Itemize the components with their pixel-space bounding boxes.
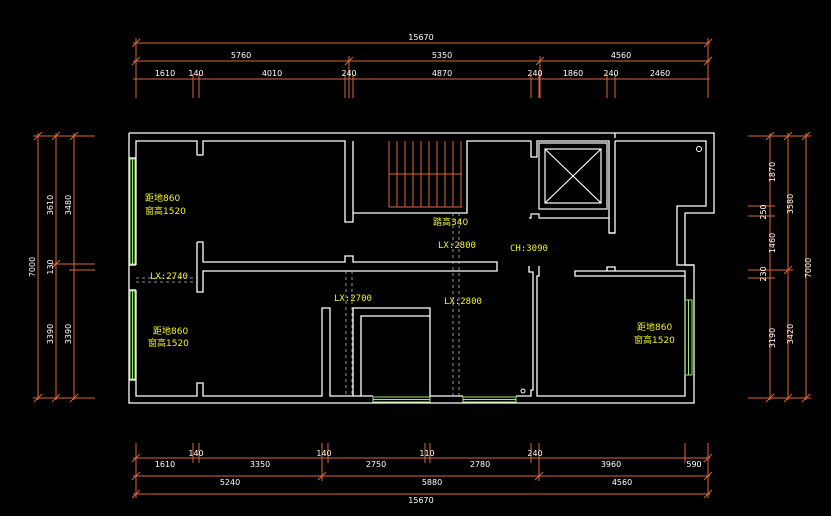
bottom-seg-dim-3: 4560 bbox=[612, 478, 632, 487]
beam-centerlines bbox=[136, 213, 460, 396]
inner-wall-right bbox=[516, 266, 534, 397]
top-detail-dim-9: 2460 bbox=[650, 69, 670, 78]
bottom-detail-dim-3: 3350 bbox=[250, 460, 270, 469]
top-detail-dim-2: 140 bbox=[188, 69, 203, 78]
top-detail-dim-8: 240 bbox=[603, 69, 618, 78]
beam-height-label-lx2740: LX:2740 bbox=[150, 272, 188, 282]
inner-wall-top-left bbox=[135, 140, 616, 265]
bottom-seg-dim-2: 5880 bbox=[422, 478, 442, 487]
bottom-detail-dim-10: 590 bbox=[686, 460, 701, 469]
floor-drain-icon bbox=[696, 146, 702, 152]
left-detail-dim-3: 3390 bbox=[46, 324, 55, 344]
bottom-detail-dim-5: 2750 bbox=[366, 460, 386, 469]
outer-wall-outline bbox=[128, 132, 715, 404]
staircase bbox=[388, 141, 462, 208]
top-seg-dim-2: 5350 bbox=[432, 51, 452, 60]
left-seg-dim-2: 3390 bbox=[64, 324, 73, 344]
step-height-label: 踏高340 bbox=[433, 216, 468, 228]
bottom-detail-dim-7: 2780 bbox=[470, 460, 490, 469]
bottom-detail-dim-9: 3960 bbox=[601, 460, 621, 469]
right-detail-dim-3: 1460 bbox=[768, 233, 777, 253]
left-overall-dim: 7000 bbox=[28, 257, 37, 277]
right-detail-dim-2: 250 bbox=[759, 204, 768, 219]
right-seg-dim-2: 3420 bbox=[786, 324, 795, 344]
inner-wall-bottom-center bbox=[360, 315, 463, 397]
ceiling-height-label: CH:3090 bbox=[510, 244, 548, 254]
top-detail-dim-7: 1860 bbox=[563, 69, 583, 78]
win-right-sill-label: 距地860 bbox=[637, 321, 672, 333]
left-detail-dim-1: 3610 bbox=[46, 195, 55, 215]
bottom-detail-dim-6: 110 bbox=[419, 449, 434, 458]
top-detail-dim-5: 4870 bbox=[432, 69, 452, 78]
right-seg-dim-1: 3580 bbox=[786, 194, 795, 214]
win-top-left-height-label: 窗高1520 bbox=[145, 205, 186, 217]
win-bottom-left-sill-label: 距地860 bbox=[153, 325, 188, 337]
bottom-seg-dim-1: 5240 bbox=[220, 478, 240, 487]
right-detail-dim-4: 230 bbox=[759, 266, 768, 281]
floor-drain-icon bbox=[520, 388, 526, 394]
beam-height-label-lx2800-upper: LX:2800 bbox=[438, 241, 476, 251]
win-right-height-label: 窗高1520 bbox=[634, 334, 675, 346]
top-seg-dim-3: 4560 bbox=[611, 51, 631, 60]
right-overall-dim: 7000 bbox=[804, 258, 813, 278]
top-detail-dim-3: 4010 bbox=[262, 69, 282, 78]
bottom-overall-dim: 15670 bbox=[408, 496, 433, 505]
walls bbox=[128, 132, 715, 404]
beam-height-label-lx2700: LX:2700 bbox=[334, 294, 372, 304]
left-detail-dim-2: 130 bbox=[46, 259, 55, 274]
win-top-left-sill-label: 距地860 bbox=[145, 192, 180, 204]
right-dimension-chain bbox=[748, 131, 811, 403]
top-detail-dim-4: 240 bbox=[341, 69, 356, 78]
bottom-dimension-chain bbox=[131, 443, 713, 499]
inner-wall-bottom-left bbox=[135, 290, 373, 397]
windows bbox=[129, 158, 693, 403]
bottom-detail-dim-8: 240 bbox=[527, 449, 542, 458]
central-partition bbox=[196, 241, 498, 293]
right-detail-dim-5: 3190 bbox=[768, 328, 777, 348]
top-overall-dim: 15670 bbox=[408, 33, 433, 42]
bottom-detail-dim-4: 140 bbox=[316, 449, 331, 458]
bottom-detail-dim-2: 140 bbox=[188, 449, 203, 458]
top-detail-dim-6: 240 bbox=[527, 69, 542, 78]
bottom-detail-dim-1: 1610 bbox=[155, 460, 175, 469]
left-seg-dim-1: 3480 bbox=[64, 195, 73, 215]
top-detail-dim-1: 1610 bbox=[155, 69, 175, 78]
beam-height-label-lx2800-lower: LX:2800 bbox=[444, 297, 482, 307]
right-detail-dim-1: 1870 bbox=[768, 162, 777, 182]
top-dimension-chain bbox=[131, 38, 713, 98]
elevator-shaft bbox=[529, 142, 609, 219]
win-bottom-left-height-label: 窗高1520 bbox=[148, 337, 189, 349]
left-dimension-chain bbox=[33, 131, 95, 403]
top-seg-dim-1: 5760 bbox=[231, 51, 251, 60]
